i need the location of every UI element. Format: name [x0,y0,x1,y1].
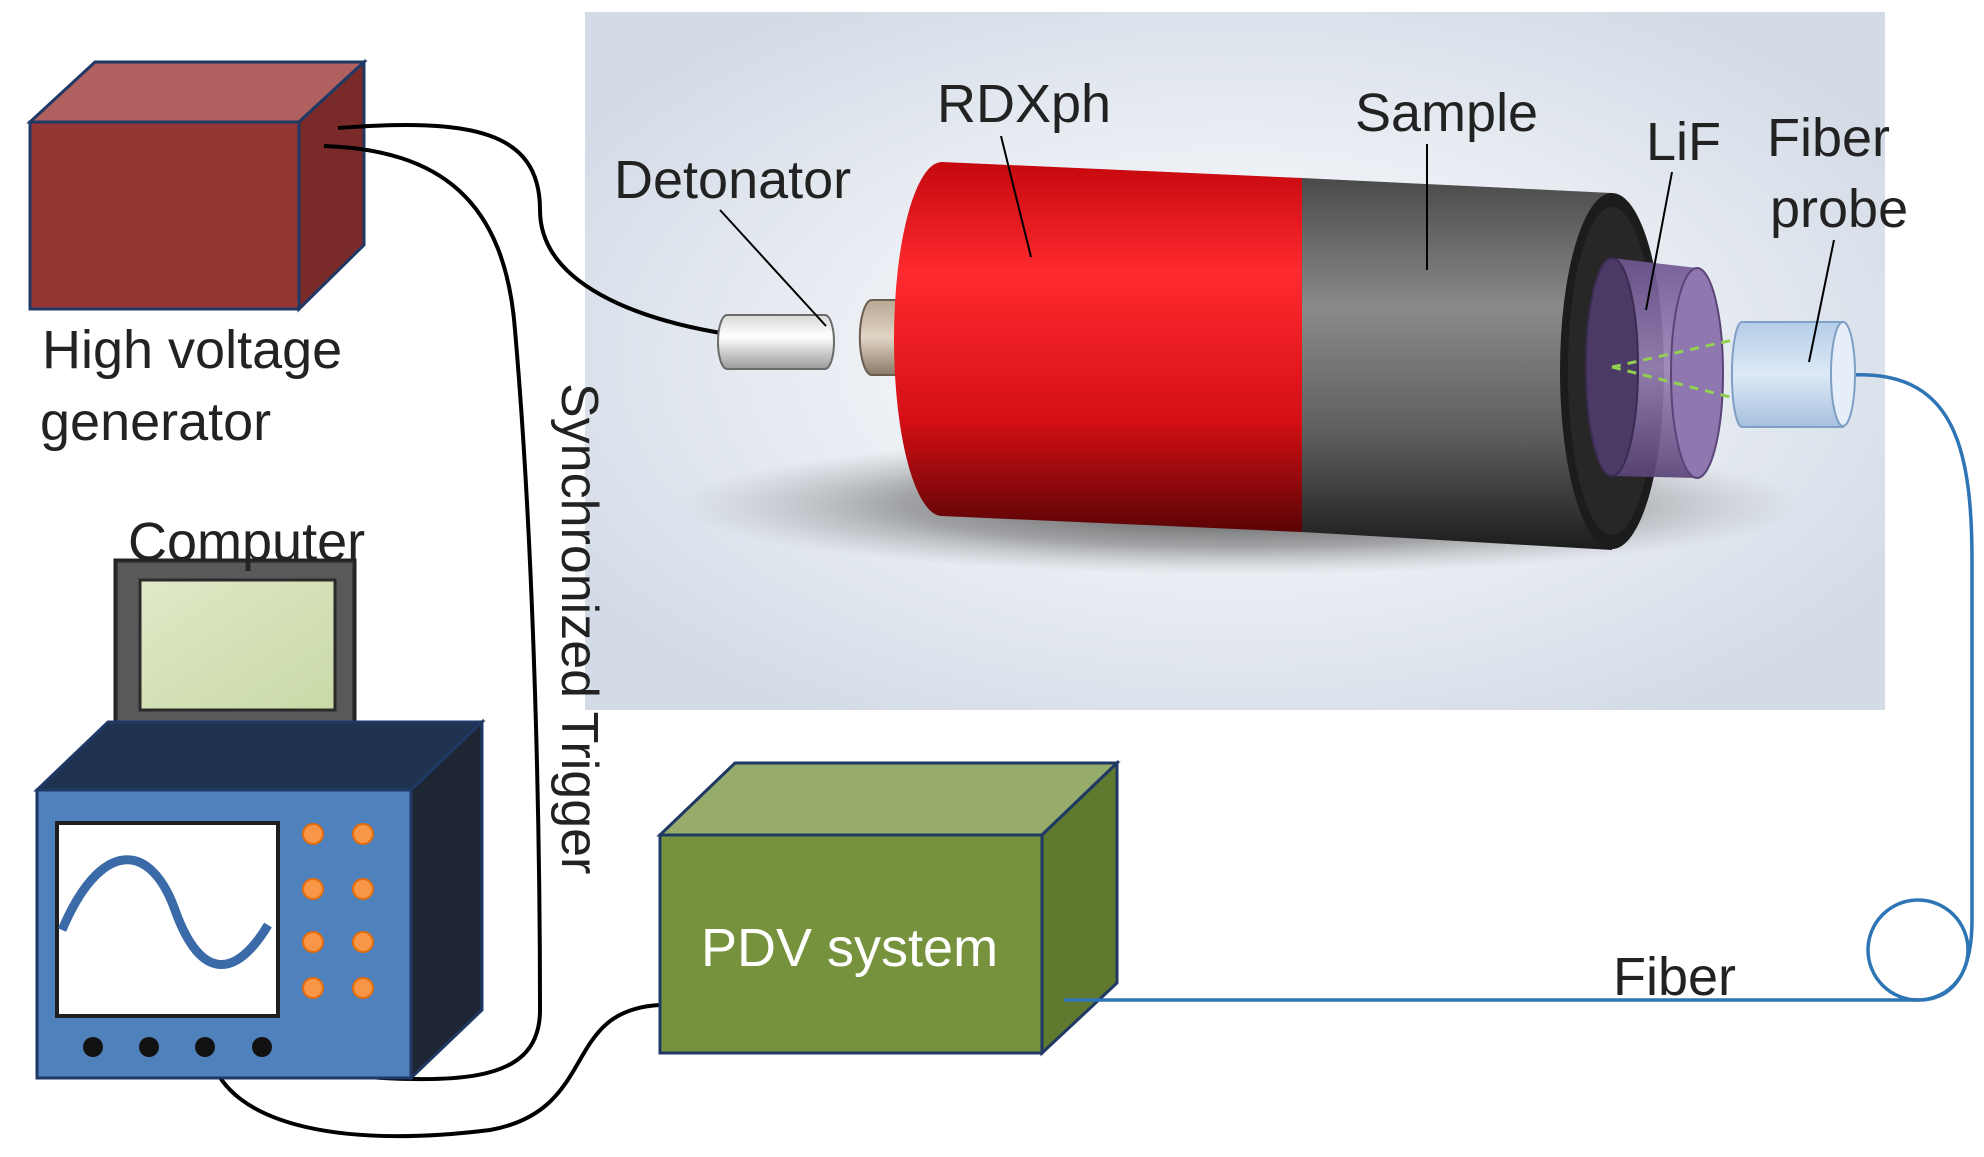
detonator-label: Detonator [614,150,851,210]
pdv-system-label: PDV system [701,918,998,978]
trigger-cables [210,123,728,1139]
fiber-probe [1730,321,1856,428]
synchronized-trigger-label: Synchronized Trigger [550,383,608,874]
scope-screen [55,821,280,1018]
high-voltage-generator-label-line2: generator [40,392,271,452]
oscilloscope [33,718,486,1082]
scope-input-ports [83,1037,272,1057]
scope-knob-grid [302,823,374,999]
monitor-screen [138,578,337,712]
rdxph-charge [894,162,1302,532]
hv-to-detonator-cable [337,123,728,336]
lif-window [1585,257,1743,479]
sample-label: Sample [1355,83,1538,143]
laser-beam-lower [1611,365,1743,402]
fiber-probe-label-line2: probe [1770,179,1908,239]
laser-beam-upper [1611,336,1743,369]
high-voltage-generator-label-line1: High voltage [42,320,342,380]
lif-label: LiF [1646,112,1721,172]
computer-label: Computer [128,512,365,572]
hv-to-scope-trigger-cable [261,144,543,1082]
detonator-leader-line [719,209,827,327]
high-voltage-generator-box [26,58,368,313]
fiber-coil [1866,898,1970,1002]
lif-leader-line [1645,171,1673,311]
sine-wave-trace [57,855,272,969]
fiber-probe-label-line1: Fiber [1767,108,1890,168]
fiber-probe-leader-line [1808,239,1835,363]
optical-fiber [1064,373,1974,1002]
scope-to-pdv-cable [210,1003,661,1139]
detonator [717,299,906,376]
detonator-plug [858,299,906,376]
pdv-system-box [656,759,1121,1057]
fiber-label: Fiber [1613,947,1736,1007]
rdxph-label: RDXph [937,74,1111,134]
rdxph-leader-line [1000,135,1032,258]
